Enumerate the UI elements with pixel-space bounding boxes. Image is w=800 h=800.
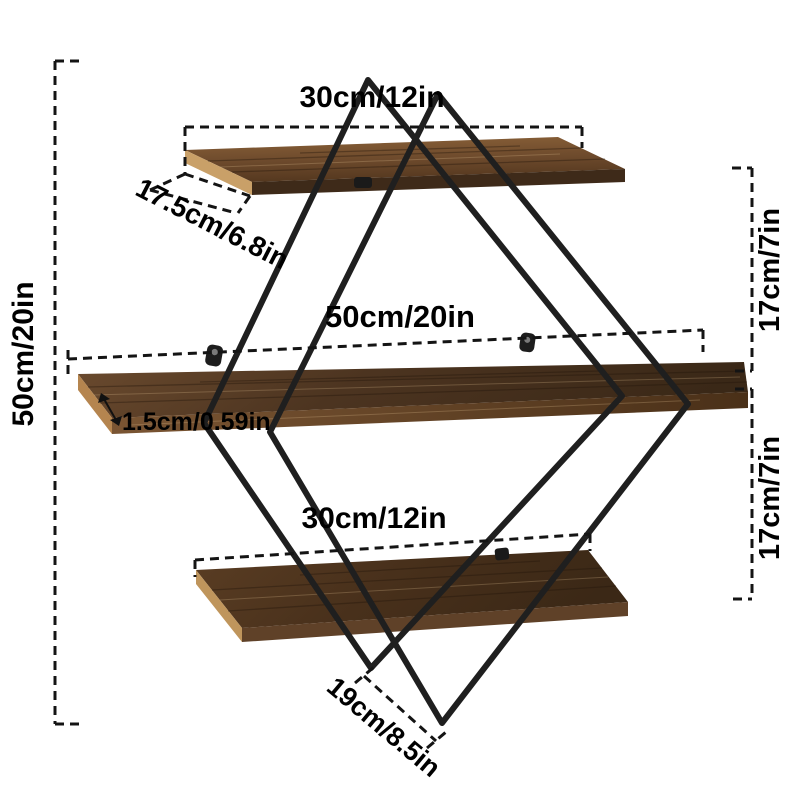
middle-shelf-top-face	[78, 362, 748, 418]
dim-upper-tier-height: 17cm/7in	[732, 166, 786, 373]
dim-bottom-width-lines	[193, 532, 592, 577]
dim-gap-lines	[354, 665, 447, 750]
dim-middle-width-lines	[66, 328, 705, 379]
thickness-arrow-shaft	[103, 398, 117, 421]
dim-upper-height-label: 17cm/7in	[754, 208, 786, 332]
top-shelf-end-face	[185, 150, 252, 195]
top-shelf-grain-light	[219, 153, 561, 168]
back-diamond-wire	[267, 91, 691, 726]
dim-top-width-lines	[183, 125, 584, 174]
dim-top-width-label: 30cm/12in	[299, 81, 444, 114]
bottom-shelf-end-face	[196, 570, 242, 642]
dim-lower-tier-height: 17cm/7in	[733, 387, 786, 601]
dim-bottom-shelf-width: 30cm/12in	[193, 502, 592, 577]
dim-top-shelf-width: 30cm/12in	[183, 81, 584, 174]
bottom-shelf-bracket	[494, 547, 510, 561]
dim-middle-width-label: 50cm/20in	[325, 299, 475, 334]
dim-bottom-width-label: 30cm/12in	[301, 502, 446, 535]
middle-shelf-left-bracket	[205, 344, 223, 367]
bottom-shelf-front-face	[242, 602, 628, 642]
dim-overall-height: 50cm/20in	[7, 59, 80, 726]
thickness-arrow-head-top	[98, 393, 110, 403]
dim-overall-height-lines	[53, 59, 80, 726]
dim-lower-height-label: 17cm/7in	[754, 436, 786, 560]
dim-lower-height-lines	[733, 387, 754, 601]
middle-shelf-grain	[87, 370, 748, 404]
middle-shelf-right-bracket	[519, 332, 536, 353]
dim-depth-bracket	[149, 172, 252, 215]
middle-shelf-end-face	[78, 374, 112, 434]
thickness-arrow-head-bottom	[110, 416, 122, 426]
dim-board-thickness: 1.5cm/0.59in	[98, 393, 271, 436]
bottom-shelf-grain	[211, 560, 617, 612]
dim-overall-height-label: 50cm/20in	[7, 281, 40, 426]
bottom-shelf-grain-light	[219, 576, 609, 601]
bracket-screw-hole	[211, 348, 218, 356]
dim-thickness-label: 1.5cm/0.59in	[122, 408, 271, 436]
dim-middle-shelf-width: 50cm/20in	[66, 299, 705, 379]
middle-shelf-grain-light	[93, 376, 741, 426]
top-shelf-bracket	[354, 177, 372, 188]
top-shelf-front-face	[252, 169, 625, 195]
dim-upper-height-lines	[732, 166, 754, 373]
